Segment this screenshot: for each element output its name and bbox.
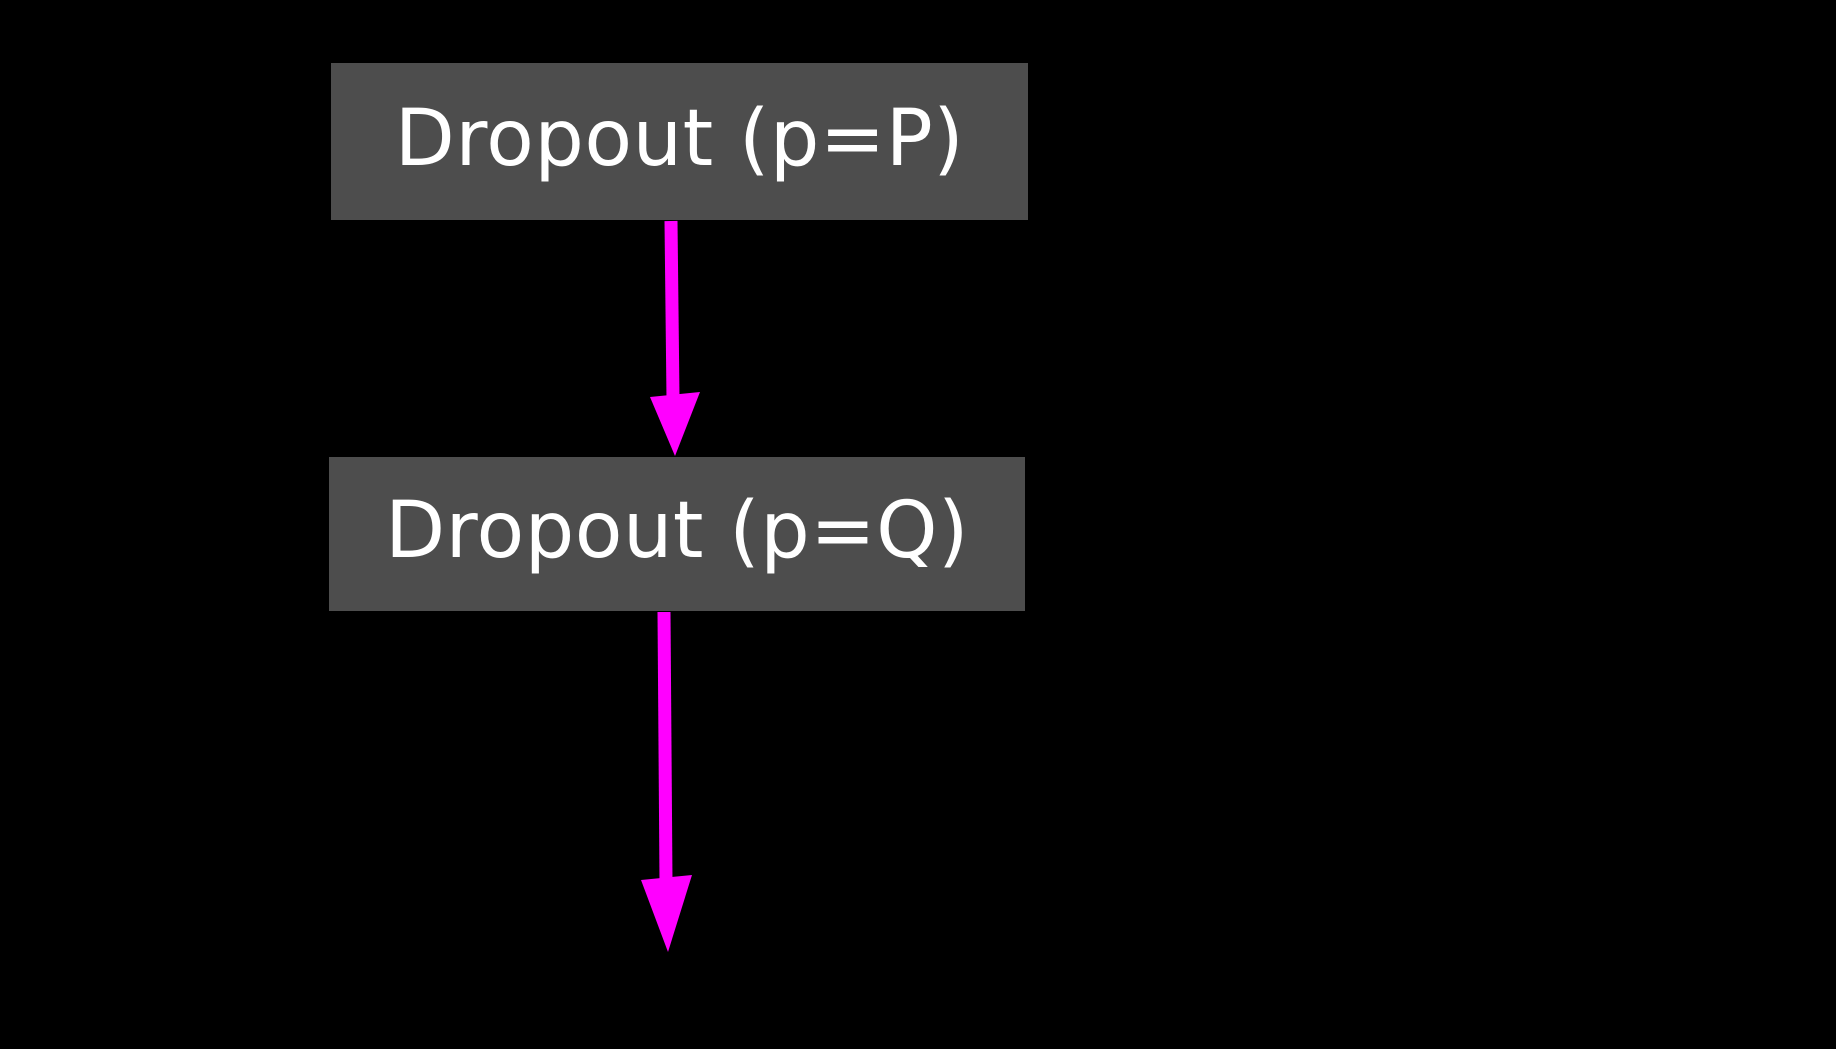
node-dropout-q[interactable]: Dropout (p=Q): [329, 457, 1025, 611]
node-dropout-q-label: Dropout (p=Q): [385, 486, 969, 576]
arrowhead-icon: [641, 875, 692, 952]
node-dropout-p-label: Dropout (p=P): [394, 93, 965, 184]
edge-line: [657, 611, 673, 883]
edge-dropout-p-to-dropout-q: [650, 220, 700, 456]
edge-line: [664, 220, 680, 400]
node-dropout-p[interactable]: Dropout (p=P): [331, 63, 1028, 220]
arrowhead-icon: [650, 392, 700, 456]
edge-dropout-q-to-output: [641, 611, 692, 952]
